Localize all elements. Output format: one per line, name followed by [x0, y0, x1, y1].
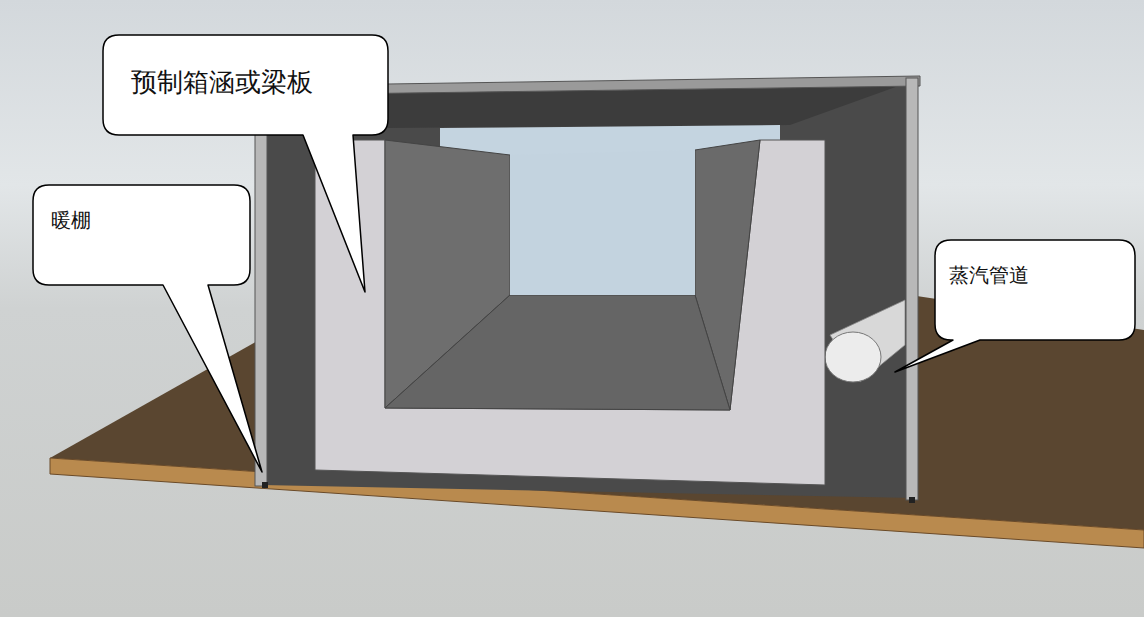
- callout-bubble: 暖棚: [33, 185, 250, 285]
- callout-bubble: 预制箱涵或梁板: [103, 35, 388, 135]
- shed-right-wall: [906, 78, 918, 500]
- culvert-front: [315, 140, 825, 485]
- callout-text: 预制箱涵或梁板: [131, 65, 313, 100]
- shed-interior: [262, 80, 915, 498]
- callout-text: 暖棚: [51, 207, 91, 234]
- callout-bubble: 蒸汽管道: [935, 240, 1135, 340]
- pipe-end: [825, 332, 881, 382]
- culvert-floor: [385, 295, 730, 410]
- callout-text: 蒸汽管道: [949, 262, 1029, 289]
- post-foot: [262, 482, 268, 488]
- callout-shape: [33, 185, 262, 472]
- shed-left-wall: [255, 86, 267, 486]
- callout-outline: [935, 240, 1135, 340]
- post-foot: [909, 497, 915, 503]
- culvert-far-opening: [510, 150, 695, 295]
- callout-shape: [895, 240, 1135, 372]
- callout-outline: [33, 185, 250, 285]
